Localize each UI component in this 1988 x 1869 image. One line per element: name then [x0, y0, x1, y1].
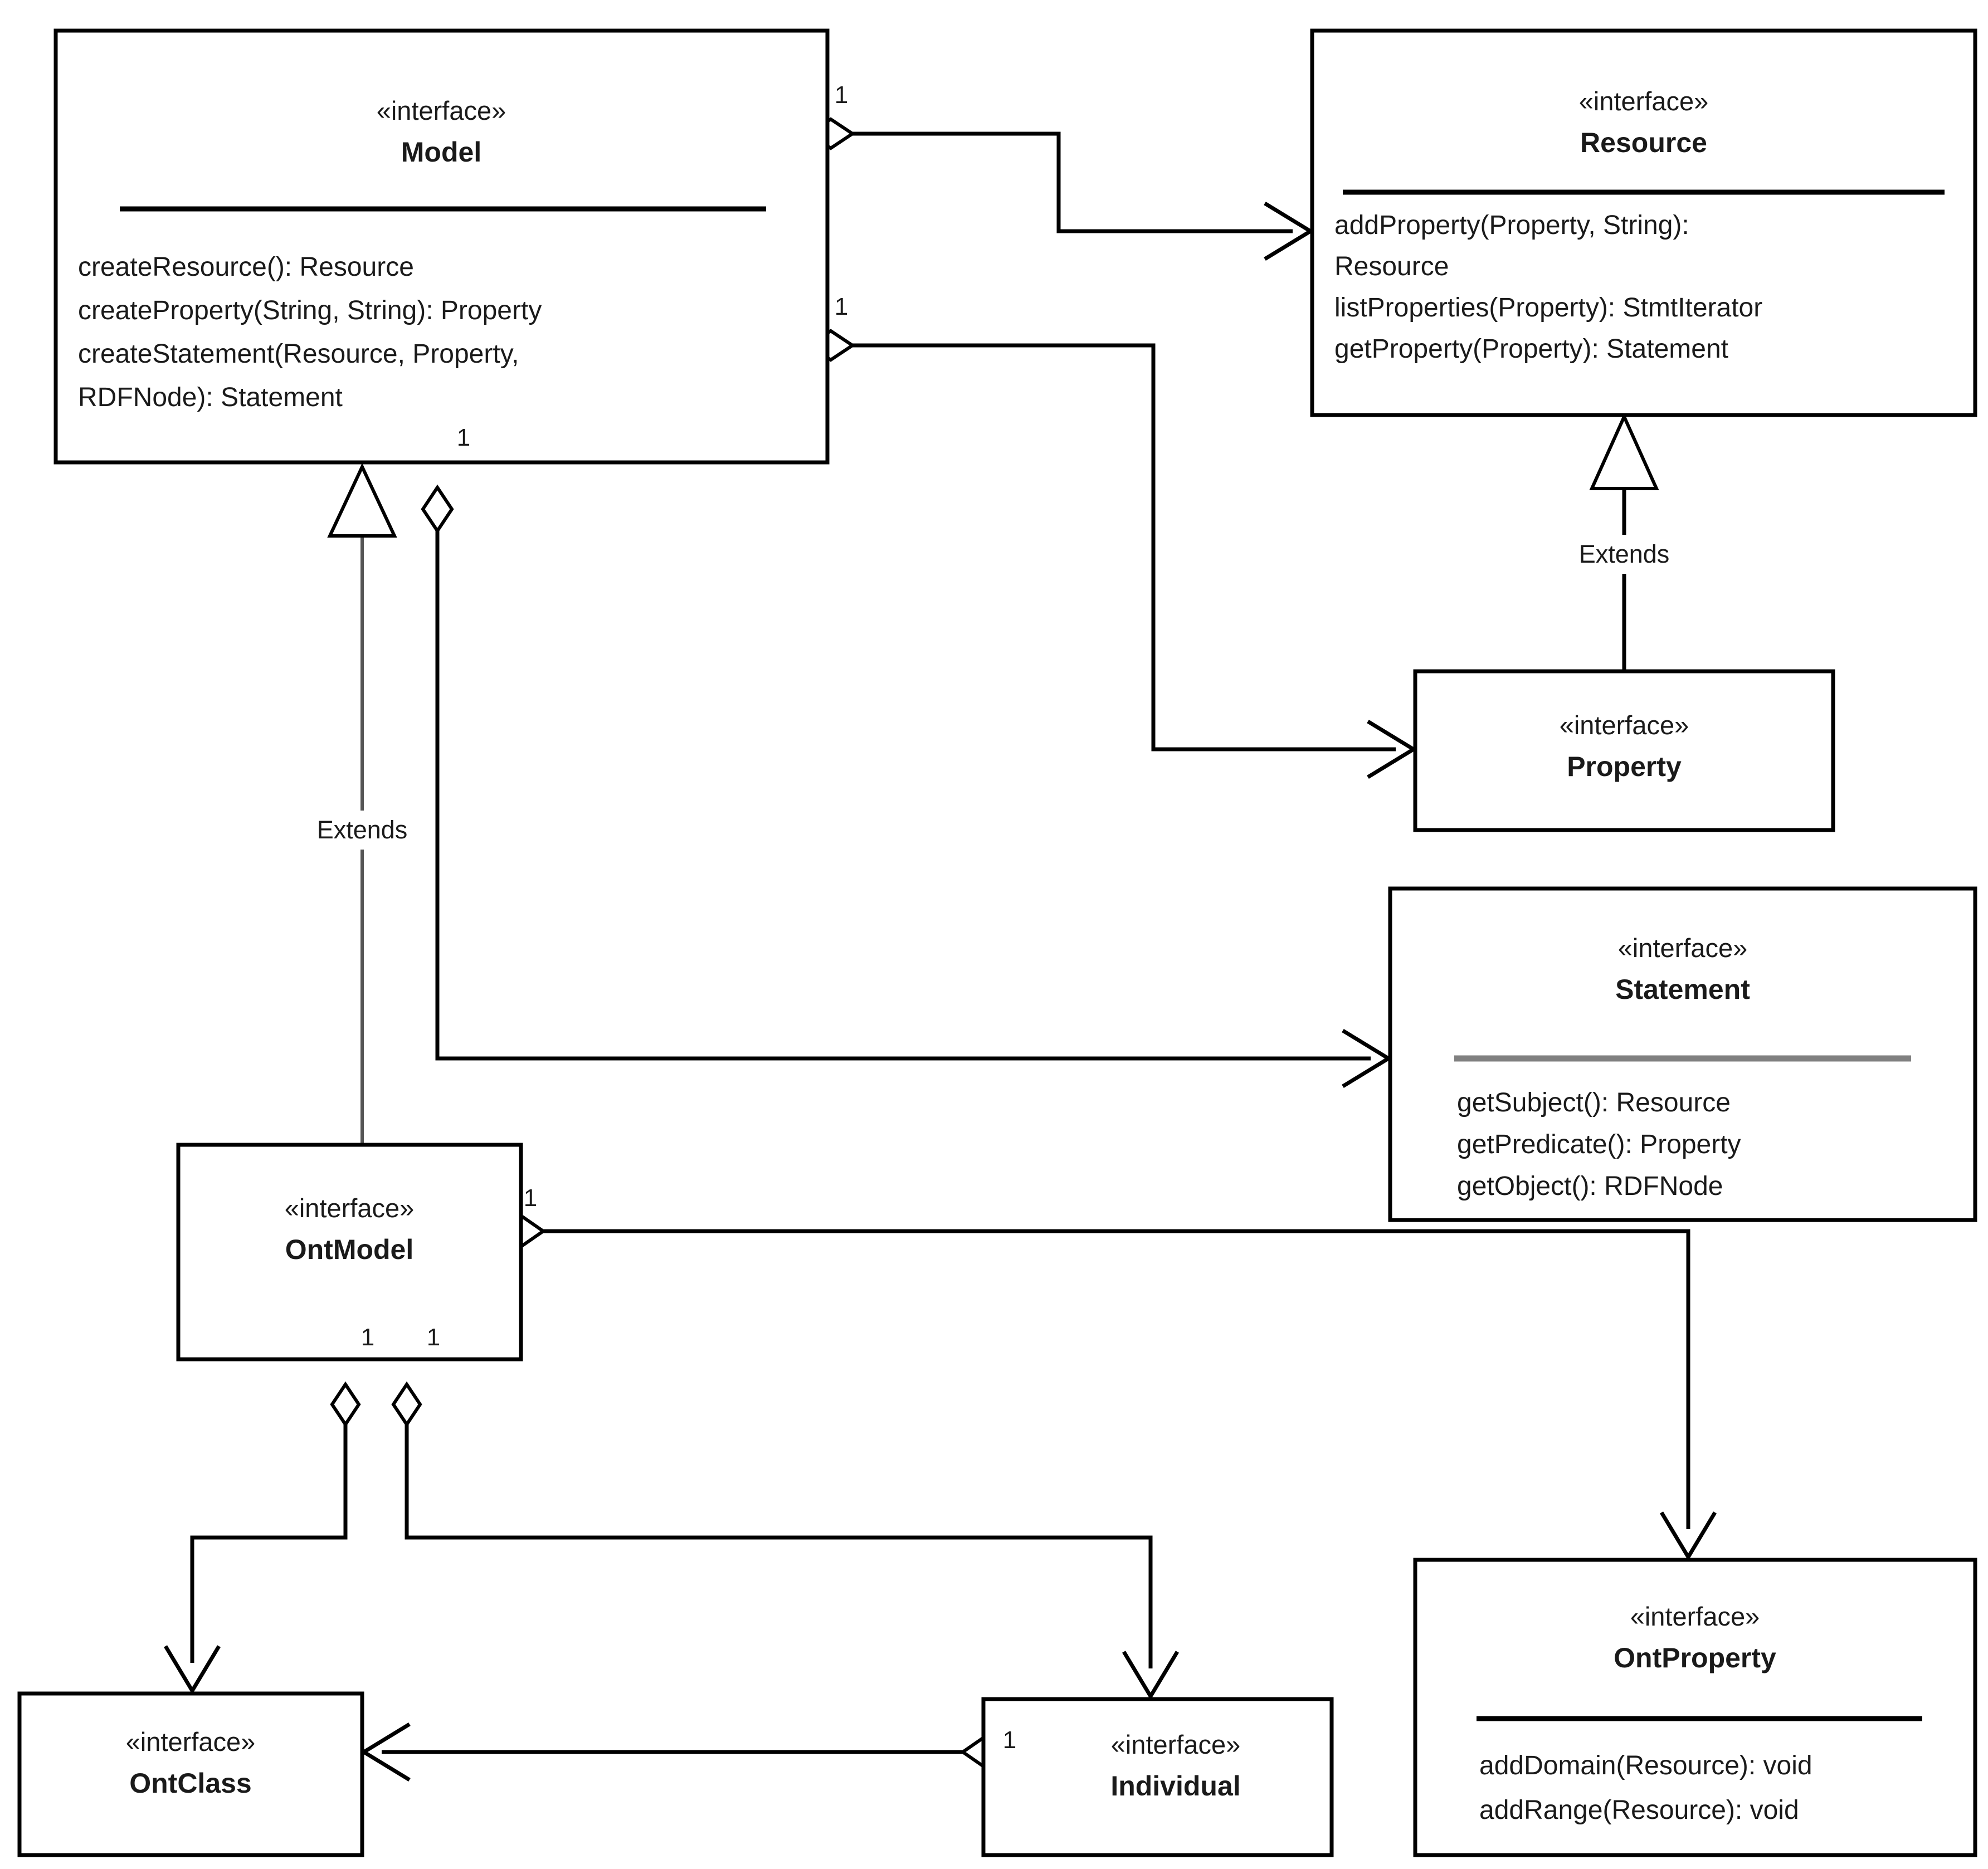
multiplicity-ontmodel-right: 1	[524, 1184, 537, 1212]
class-ontmodel-stereotype: «interface»	[285, 1193, 415, 1223]
class-model-member-1: createProperty(String, String): Property	[78, 296, 542, 325]
multiplicity-ontmodel-bottom-left: 1	[361, 1324, 374, 1351]
multiplicity-model-property: 1	[835, 293, 848, 320]
class-ontproperty-name: OntProperty	[1614, 1642, 1776, 1673]
edge-model-property-path	[852, 343, 1396, 751]
edge-ontmodel-to-ontproperty	[500, 1215, 1717, 1561]
class-statement-name: Statement	[1615, 974, 1750, 1005]
class-resource-name: Resource	[1580, 127, 1707, 158]
edge-label-model-extends-top: Extends	[317, 816, 408, 844]
class-statement-member-0: getSubject(): Resource	[1457, 1088, 1731, 1118]
aggregation-diamond-model-statement	[421, 484, 454, 534]
class-box-ontmodel[interactable]: «interface» OntModel	[176, 1143, 523, 1362]
class-box-ontclass-rect[interactable]	[17, 1691, 364, 1857]
class-box-property[interactable]: «interface» Property	[1413, 669, 1835, 832]
multiplicity-model-statement: 1	[457, 424, 470, 451]
edge-model-statement-path	[435, 487, 1371, 1061]
class-box-statement[interactable]: «interface» Statement getSubject(): Reso…	[1388, 886, 1977, 1222]
edge-ontmodel-extends-model	[327, 462, 397, 1145]
edge-model-resource-path	[852, 131, 1293, 233]
class-box-resource-rect[interactable]	[1310, 28, 1977, 417]
class-individual-stereotype: «interface»	[1111, 1730, 1241, 1759]
class-box-resource[interactable]: «interface» Resource addProperty(Propert…	[1310, 28, 1977, 417]
class-box-model[interactable]: «interface» Model createResource(): Reso…	[53, 28, 830, 465]
class-model-stereotype: «interface»	[377, 96, 506, 125]
class-individual-name: Individual	[1110, 1770, 1240, 1802]
class-resource-member-2: listProperties(Property): StmtIterator	[1334, 293, 1762, 323]
edge-model-to-statement	[421, 484, 1392, 1088]
class-ontmodel-name: OntModel	[285, 1234, 414, 1265]
class-box-individual[interactable]: «interface» Individual	[981, 1697, 1334, 1857]
generalization-triangle-model	[327, 462, 397, 538]
class-ontclass-stereotype: «interface»	[126, 1727, 256, 1756]
class-box-ontmodel-rect[interactable]	[176, 1143, 523, 1362]
class-model-name: Model	[401, 136, 481, 168]
class-ontproperty-stereotype: «interface»	[1630, 1602, 1760, 1631]
edge-ontmodel-to-ontclass	[163, 1381, 361, 1695]
open-arrowhead-individual	[1122, 1651, 1180, 1700]
edge-label-model-extends-backing	[305, 811, 420, 850]
class-resource-member-3: getProperty(Property): Statement	[1334, 334, 1728, 364]
class-ontclass-name: OntClass	[129, 1768, 252, 1799]
class-statement-stereotype: «interface»	[1618, 933, 1748, 963]
class-model-member-3: RDFNode): Statement	[78, 383, 343, 412]
class-ontproperty-member-1: addRange(Resource): void	[1479, 1795, 1799, 1825]
aggregation-diamond-ontmodel-ontclass	[330, 1381, 361, 1428]
edge-individual-to-ontclass	[360, 1722, 1006, 1782]
multiplicity-ontmodel-bottom-right: 1	[427, 1324, 440, 1351]
class-model-member-0: createResource(): Resource	[78, 252, 414, 282]
class-box-ontclass[interactable]: «interface» OntClass	[17, 1691, 364, 1857]
class-statement-member-2: getObject(): RDFNode	[1457, 1172, 1723, 1201]
edge-ontmodel-ontclass-path	[190, 1384, 348, 1663]
class-property-stereotype: «interface»	[1560, 710, 1689, 740]
class-box-ontproperty[interactable]: «interface» OntProperty addDomain(Resour…	[1413, 1558, 1977, 1857]
multiplicity-individual-left: 1	[1003, 1726, 1016, 1754]
class-resource-member-0: addProperty(Property, String):	[1334, 211, 1689, 240]
class-resource-stereotype: «interface»	[1579, 86, 1709, 116]
edge-ontmodel-to-individual	[391, 1381, 1180, 1700]
class-resource-member-1: Resource	[1334, 252, 1449, 281]
multiplicity-model-resource: 1	[835, 81, 848, 109]
class-model-member-2: createStatement(Resource, Property,	[78, 339, 519, 369]
class-box-model-rect[interactable]	[53, 28, 830, 465]
edge-property-extends-resource	[1589, 412, 1659, 671]
aggregation-diamond-ontmodel-individual	[391, 1381, 422, 1428]
generalization-triangle-resource	[1589, 412, 1659, 490]
edge-ontmodel-individual-path	[405, 1384, 1153, 1668]
edge-label-resource-extends-top: Extends	[1579, 540, 1670, 568]
class-property-name: Property	[1567, 751, 1682, 782]
open-arrowhead-ontclass	[163, 1645, 221, 1695]
class-box-property-rect[interactable]	[1413, 669, 1835, 832]
open-arrowhead-ontproperty	[1659, 1511, 1717, 1561]
class-box-statement-rect[interactable]	[1388, 886, 1977, 1222]
edge-ontmodel-ontproperty-path	[543, 1229, 1690, 1529]
class-box-ontproperty-rect[interactable]	[1413, 1558, 1977, 1857]
class-box-individual-rect[interactable]	[981, 1697, 1334, 1857]
class-statement-member-1: getPredicate(): Property	[1457, 1130, 1741, 1159]
edge-label-resource-extends-backing	[1567, 535, 1683, 574]
edge-model-to-resource	[806, 117, 1314, 261]
class-ontproperty-member-0: addDomain(Resource): void	[1479, 1751, 1812, 1780]
